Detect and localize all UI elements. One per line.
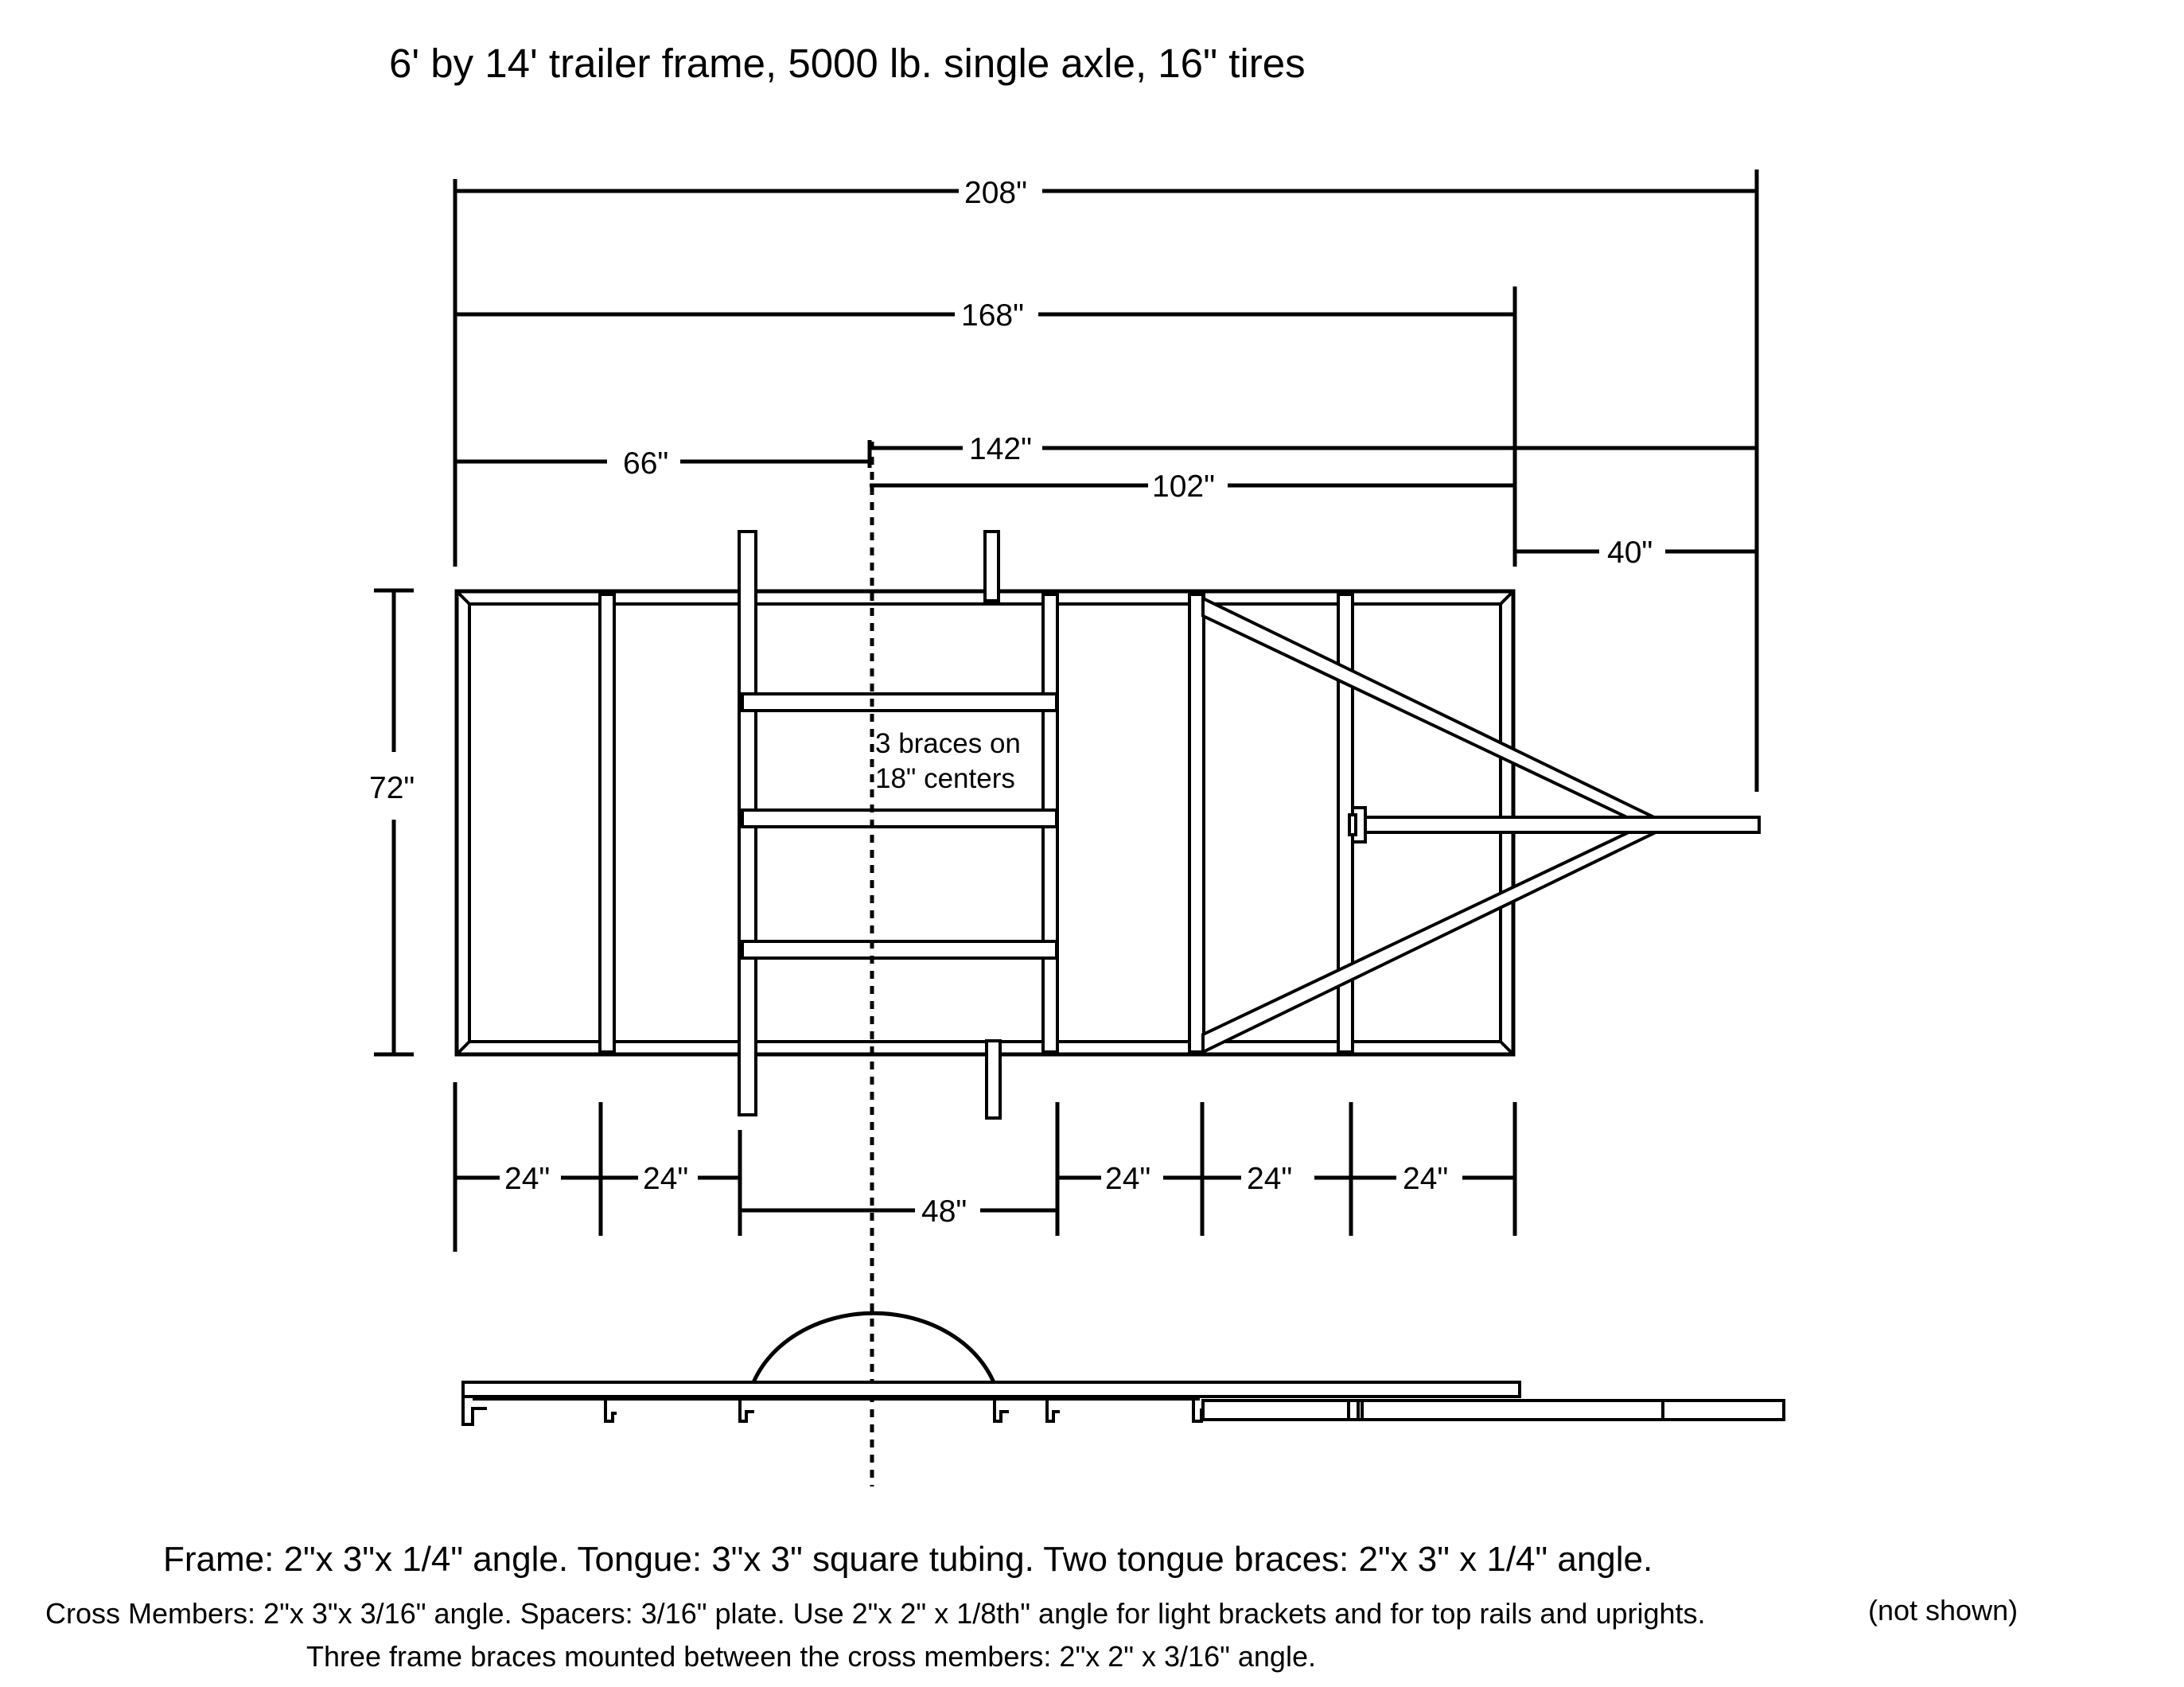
note-line-1: Frame: 2"x 3"x 1/4" angle. Tongue: 3"x 3… (163, 1540, 1653, 1579)
dim-24-c: 24" (1105, 1162, 1150, 1196)
note-line-3: Three frame braces mounted between the c… (306, 1640, 1316, 1673)
cross-member (1188, 593, 1205, 1054)
tongue-brace (1201, 822, 1663, 1055)
wheel-arc (749, 1311, 999, 1389)
tongue-brace (1201, 595, 1663, 828)
dim-142: 142" (969, 432, 1032, 466)
spring-rail (983, 530, 1000, 602)
spring-rail (985, 1039, 1002, 1120)
tongue-bracket (1348, 813, 1357, 836)
frame-plan-view (454, 530, 1761, 1120)
note-line-2-aside: (not shown) (1868, 1594, 2018, 1627)
dim-66: 66" (623, 446, 668, 481)
braces-note-line2: 18" centers (875, 763, 1015, 794)
width-dimension (374, 588, 414, 1057)
dim-24-e: 24" (1403, 1162, 1448, 1196)
frame-brace (741, 940, 1058, 960)
dim-48: 48" (921, 1194, 967, 1229)
note-line-2: Cross Members: 2"x 3"x 3/16" angle. Spac… (45, 1597, 1706, 1630)
cross-member (598, 593, 616, 1054)
dim-208: 208" (964, 176, 1027, 210)
dim-24-a: 24" (504, 1162, 550, 1196)
frame-side-view (461, 1311, 1785, 1426)
drawing-title: 6' by 14' trailer frame, 5000 lb. single… (389, 41, 1306, 86)
dim-24-d: 24" (1247, 1162, 1292, 1196)
tongue-tube (1361, 816, 1761, 834)
frame-brace (741, 692, 1058, 712)
bottom-dimensions (453, 1082, 1517, 1252)
top-dimensions (453, 169, 1759, 792)
dim-168: 168" (961, 298, 1024, 333)
braces-note-line1: 3 braces on (875, 728, 1021, 759)
dim-72: 72" (369, 771, 415, 805)
dim-40: 40" (1607, 536, 1653, 570)
dim-24-b: 24" (643, 1162, 688, 1196)
dim-102: 102" (1152, 469, 1215, 504)
frame-brace (741, 808, 1058, 828)
